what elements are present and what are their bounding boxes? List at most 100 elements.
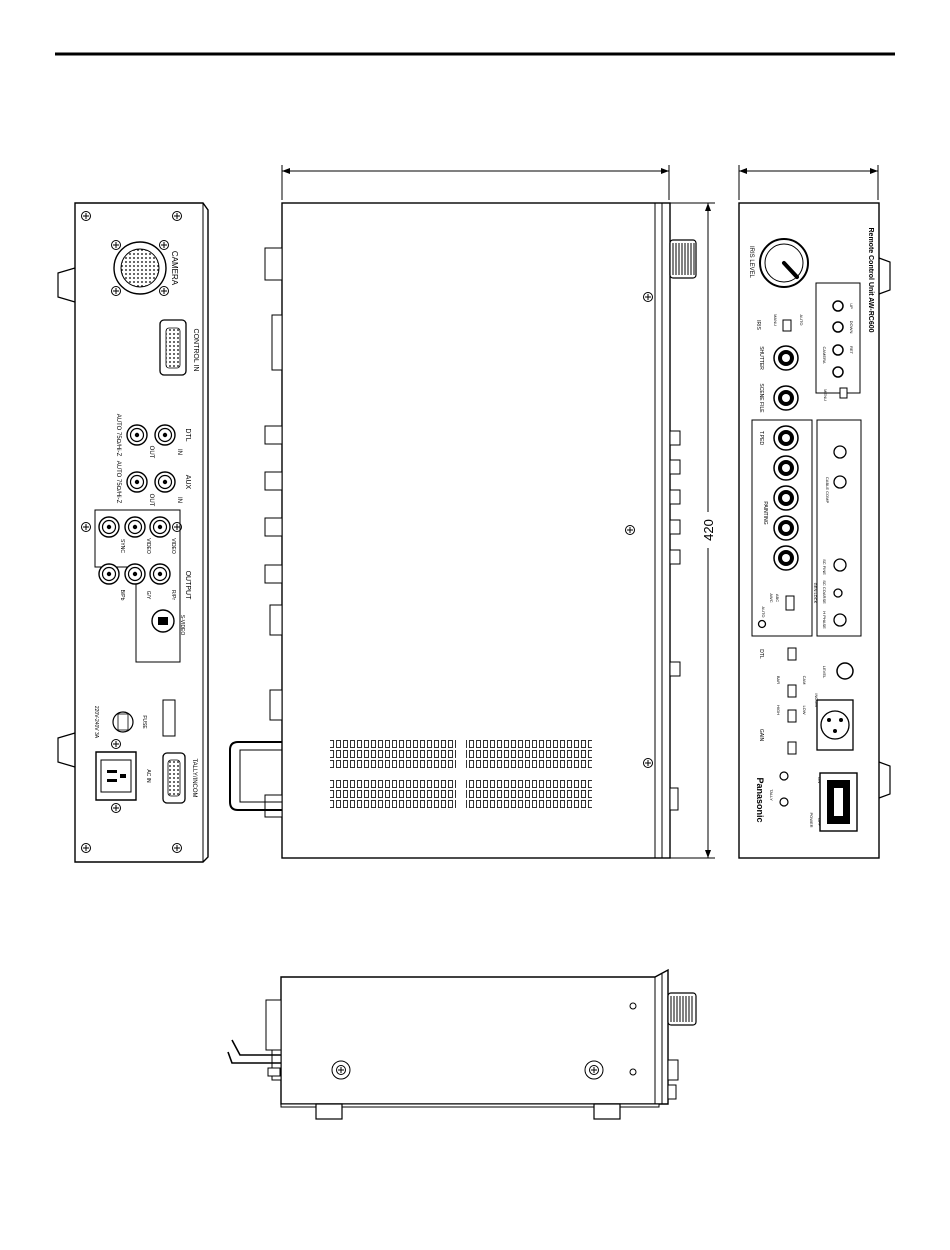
dtl-label: DTL — [758, 649, 764, 659]
sc-coarse-label: SC COARSE — [822, 580, 827, 604]
cable-comp-knob-icon[interactable] — [833, 475, 847, 489]
shutter-knob-icon[interactable] — [773, 345, 799, 371]
screw-icon — [81, 211, 91, 221]
sc-coarse-knob-icon[interactable] — [833, 588, 843, 598]
brand-label: Panasonic — [755, 777, 765, 822]
auto-led-label: AUTO — [761, 606, 766, 617]
camera-menu-button[interactable] — [832, 366, 844, 378]
iris-level-knob-icon[interactable] — [759, 238, 809, 288]
aux-out-label: OUT — [148, 494, 154, 507]
screw-icon — [172, 211, 182, 221]
front-panel: Remote Control Unit AW-RC600 IRIS LEVEL … — [738, 165, 891, 859]
output-b-jack — [98, 563, 120, 585]
bar-label: BAR — [776, 676, 781, 684]
gain-b-knob-icon[interactable] — [773, 545, 799, 571]
iris-level-label: IRIS LEVEL — [748, 246, 754, 279]
auto-led — [757, 619, 767, 629]
incom-level-knob-icon[interactable] — [836, 662, 854, 680]
vid-label: VIDEO — [145, 538, 151, 554]
service-connector-icon — [162, 699, 176, 737]
output-r-jack — [149, 563, 171, 585]
control-in-connector-icon — [159, 319, 187, 376]
screw-icon — [625, 525, 635, 535]
aux-out-jack — [126, 471, 148, 493]
gain-switch-1[interactable] — [787, 709, 797, 723]
manu-label: MANU — [773, 314, 778, 326]
tally-intercom-label: TALLY/INCOM — [191, 758, 197, 797]
power-off-label: OFF — [817, 818, 822, 827]
scene-file-label: SCENE FILE — [758, 383, 764, 413]
shutter-label: SHUTTER — [758, 346, 764, 370]
power-switch[interactable] — [819, 772, 858, 832]
t-ped-knob-icon[interactable] — [773, 425, 799, 451]
dtl-in-jack — [154, 424, 176, 446]
dtl-label: DTL — [184, 428, 191, 441]
camera-connector-icon — [111, 240, 169, 296]
screw-icon — [81, 522, 91, 532]
dtl-switch[interactable] — [787, 647, 797, 661]
dtl-out-label: OUT — [148, 446, 154, 459]
menu-switch[interactable] — [839, 387, 848, 399]
level-label: LEVEL — [822, 666, 827, 679]
screw-icon — [172, 843, 182, 853]
dtl-auto-label: AUTO 75Ω/Hi-Z — [115, 414, 121, 457]
knob-ridges — [669, 239, 697, 811]
menu-label: MENU — [823, 389, 828, 401]
control-in-label: CONTROL IN — [192, 329, 199, 372]
cable-comp-label: CABLE COMP — [825, 477, 830, 504]
tally-intercom-connector-icon — [162, 752, 186, 804]
ret-label: RET — [849, 346, 854, 355]
depth-dimension-label: 420 — [701, 519, 716, 541]
sc-fine-knob-icon[interactable] — [833, 613, 847, 627]
sync-label: SYNC — [119, 539, 125, 553]
gen-lock-label: GEN LOCK — [813, 583, 818, 604]
power-on-label: ON — [817, 777, 822, 783]
tally-label: TALLY — [769, 789, 774, 801]
ped-r-knob-icon[interactable] — [773, 455, 799, 481]
iris-auto-switch[interactable] — [782, 319, 792, 332]
camera-ret-button[interactable] — [832, 344, 844, 356]
screw-icon — [589, 1065, 599, 1075]
h-phase-knob-icon[interactable] — [833, 558, 847, 572]
high-label: HIGH — [776, 705, 781, 715]
up-label: UP — [849, 303, 854, 309]
camera-up-button[interactable] — [832, 300, 844, 312]
screw-icon — [81, 843, 91, 853]
ac-in-label: AC IN — [145, 769, 151, 783]
screw-icon — [643, 758, 653, 768]
side-view — [227, 968, 697, 1120]
model-label: Remote Control Unit AW-RC600 — [867, 228, 874, 333]
ped-b-knob-icon[interactable] — [773, 485, 799, 511]
scene-file-knob-icon[interactable] — [773, 385, 799, 411]
iris-label: IRIS — [755, 320, 761, 330]
gain-label: GAIN — [758, 729, 764, 742]
intercom-connector-icon — [816, 699, 854, 751]
camera-label: CAMERA — [822, 346, 827, 363]
camera-label: CAMERA — [170, 251, 179, 286]
camera-down-button[interactable] — [832, 321, 844, 333]
b-pb-label: B/Pb — [119, 590, 125, 601]
vent-block-left-bottom — [330, 778, 456, 808]
video-label: VIDEO — [170, 538, 176, 554]
abc-label: ABC — [775, 594, 780, 602]
g-y-label: G/Y — [145, 591, 151, 600]
vent-block-right-top — [466, 740, 592, 770]
gain-switch-2[interactable] — [787, 741, 797, 755]
screw-icon — [643, 292, 653, 302]
ac-inlet-icon — [95, 739, 137, 813]
gain-r-knob-icon[interactable] — [773, 515, 799, 541]
awc-abc-switch[interactable] — [785, 595, 795, 611]
s-video-connector-icon — [151, 609, 175, 633]
sc-fine-label: SC FINE — [822, 559, 827, 575]
aux-auto-label: AUTO 75Ω/Hi-Z — [115, 461, 121, 504]
aux-in-label: IN — [176, 497, 182, 503]
output-video-jack — [149, 516, 171, 538]
rear-panel: CAMERA CONTROL IN DTL AUX IN OUT IN OUT … — [57, 202, 209, 863]
top-view: 420 — [229, 165, 717, 859]
awc-label: AWC — [769, 593, 774, 602]
power-led — [779, 797, 789, 807]
bar-cam-switch[interactable] — [787, 684, 797, 698]
aux-in-jack — [154, 471, 176, 493]
tally-led — [779, 771, 789, 781]
